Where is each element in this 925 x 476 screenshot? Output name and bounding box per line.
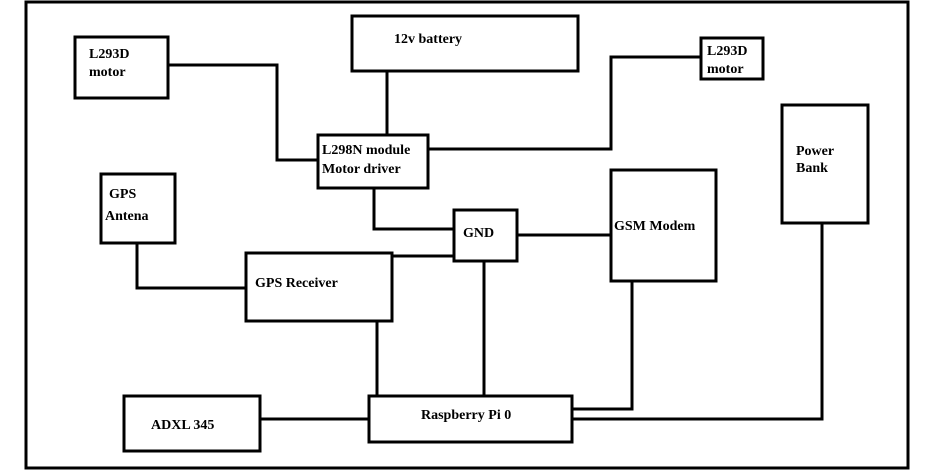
power-bank-label-line2: Bank [796, 161, 828, 176]
raspberry-pi-box [367, 394, 574, 444]
wire-gsm-modem-raspberry-pi [572, 281, 634, 411]
wire-motor-left-motor-driver [168, 63, 318, 162]
motor-left-label-line1: L293D [89, 47, 129, 62]
motor-right-block: L293D motor [699, 36, 765, 81]
gsm-modem-box [609, 168, 718, 283]
power-bank-box [780, 103, 870, 225]
battery-label: 12v battery [394, 32, 462, 47]
gsm-modem-label: GSM Modem [614, 219, 696, 234]
adxl-box [122, 394, 262, 453]
adxl-label: ADXL 345 [151, 418, 214, 433]
gnd-label: GND [463, 226, 494, 241]
gps-antenna-label-line1: GPS [109, 187, 136, 202]
motor-left-label-line2: motor [89, 65, 126, 80]
motor-right-label-line2: motor [707, 62, 744, 77]
wire-gps-antenna-gps-receiver [135, 243, 246, 290]
power-bank-block: Power Bank [780, 103, 870, 225]
power-bank-label-line1: Power [796, 144, 834, 159]
battery-block: 12v battery [350, 14, 580, 73]
motor-driver-label-line2: Motor driver [322, 162, 401, 177]
gps-antenna-label-line2: Antena [105, 209, 149, 224]
connections [135, 55, 824, 421]
diagram-frame [24, 0, 910, 470]
gps-receiver-box [244, 251, 394, 323]
wire-motor-driver-gnd [372, 188, 454, 231]
battery-box [350, 14, 580, 73]
gsm-modem-block: GSM Modem [609, 168, 718, 283]
gnd-box [452, 208, 519, 263]
motor-left-block: L293D motor [73, 35, 170, 100]
motor-left-box [73, 35, 170, 100]
gps-receiver-block: GPS Receiver [244, 251, 394, 323]
wire-motor-driver-motor-right [428, 55, 701, 151]
gnd-block: GND [452, 208, 519, 263]
gps-antenna-block: GPS Antena [99, 172, 177, 245]
motor-right-box [699, 36, 765, 81]
raspberry-pi-block: Raspberry Pi 0 [367, 394, 574, 444]
raspberry-pi-label: Raspberry Pi 0 [421, 408, 511, 423]
wire-power-bank-raspberry-pi [572, 223, 824, 421]
motor-right-label-line1: L293D [707, 44, 747, 59]
adxl-block: ADXL 345 [122, 394, 262, 453]
gps-receiver-label: GPS Receiver [255, 276, 338, 291]
motor-driver-box [316, 133, 430, 190]
motor-driver-label-line1: L298N module [322, 143, 410, 158]
gps-antenna-box [99, 172, 177, 245]
motor-driver-block: L298N module Motor driver [316, 133, 430, 190]
